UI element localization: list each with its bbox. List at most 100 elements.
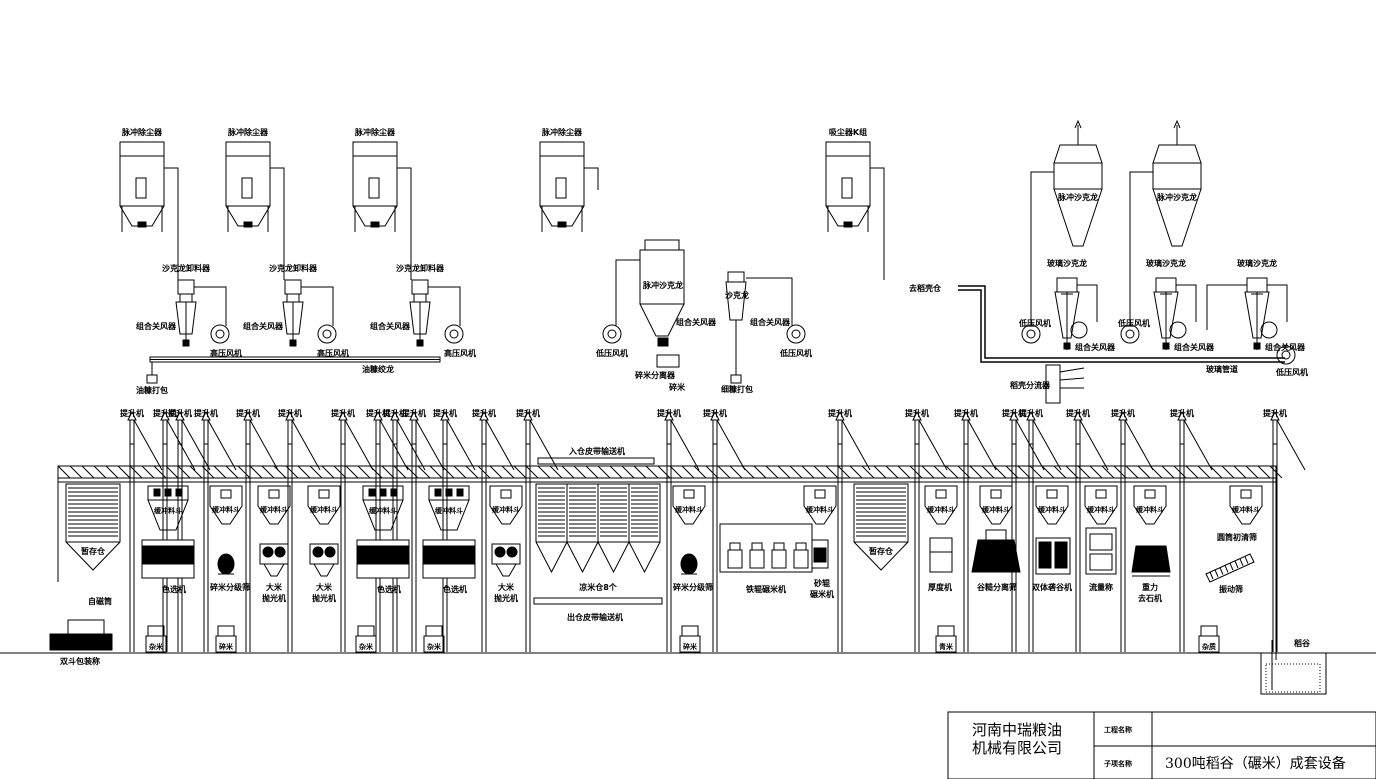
grading-sieve: 碎米分级筛 [673,553,713,592]
fan-icon [1169,321,1187,339]
collection-bin: 碎米 [215,625,237,653]
elevator-chute [485,419,515,471]
broken-rice-label: 碎米 [669,382,686,392]
truss-brace [1269,465,1283,479]
truss-brace [801,465,815,479]
elevator-label: 提升机 [905,408,929,418]
truss-brace [657,465,671,479]
dust-collector-valve [557,221,567,228]
cyclone-neck [286,293,300,303]
elevator-label: 提升机 [1263,408,1287,418]
machine-label: 大米抛光机 [312,582,336,603]
buffer-hopper-body [257,485,291,525]
truss-brace [561,465,575,479]
low-fan-label: 低压风机 [1275,367,1308,377]
bucket-elevator: 提升机 [828,408,871,652]
truss-brace [993,465,1007,479]
truss-brace [1053,465,1067,479]
pulse-cyclone-body [1053,162,1103,190]
bin-hopper [535,541,568,574]
elevator-label: 提升机 [278,408,302,418]
fan-hub [1125,329,1135,339]
glass-pipe [958,285,1285,359]
bucket-elevator: 提升机 [153,408,196,652]
collection-bin-head [147,625,165,637]
bran-pack-box [146,374,158,384]
sorter-hopper [362,499,404,531]
elevator-label: 提升机 [168,408,192,418]
truss-brace [393,465,407,479]
truss-brace [441,465,455,479]
pulse-cyclone-label: 脉冲沙克龙 [1057,192,1098,202]
dust-collector-label: 脉冲除尘器 [121,127,163,137]
buffer-hopper-label: 缓冲料斗 [259,505,288,514]
fan-duct [194,286,227,326]
truss-brace [549,465,563,479]
collection-bin-label: 碎米 [683,642,698,651]
dust-collector: 脉冲除尘器 [352,127,412,280]
collection-bin-head [357,625,375,637]
buffer-hopper-window [814,489,826,499]
machine-label: 大米抛光机 [262,582,286,603]
collection-bin-body [145,635,167,653]
truss-brace [1233,465,1247,479]
subproject-name-label: 子项名称 [1104,759,1132,768]
truss-brace [417,465,431,479]
screen-mesh [1219,567,1224,575]
dust-collector-label: 脉冲除尘器 [227,127,269,137]
grader-body [929,537,953,573]
buffer-hopper-window [1046,489,1058,499]
buffer-hopper-body [1133,485,1167,525]
truss-brace [1029,465,1043,479]
duct [397,167,412,280]
truss-brace [1185,465,1199,479]
bucket-elevator: 提升机 [278,408,321,652]
machine-group: 暂存仓缓冲料斗色选机缓冲料斗碎米分级筛缓冲料斗大米抛光机缓冲料斗大米抛光机缓冲料… [65,483,1263,603]
truss-brace [1041,465,1055,479]
collection-bin-label: 青米 [939,642,954,651]
sorter-chute [445,488,453,497]
combo-valve-label: 组合关风器 [1174,342,1215,352]
polisher-base [313,563,335,577]
cooling-bin [628,483,661,543]
elevator-head [912,410,922,421]
fan-hub [607,329,617,339]
husk-out-label: 去稻壳仓 [909,283,942,293]
elevator-label: 提升机 [472,408,496,418]
cooling-bins: 凉米仓8个 [535,483,661,592]
sorter-chute [175,488,183,497]
cooling-bin [566,483,599,543]
combo-valve-label: 组合关风器 [676,317,717,327]
polisher-motor [324,546,336,558]
truss-brace [669,465,683,479]
rice-polisher: 大米抛光机 [491,543,521,603]
pulse-cyclone-cone [1053,188,1103,247]
truss-brace [813,465,827,479]
collection-bin-head [681,625,699,637]
elevator-head [710,410,720,421]
bin-hopper [853,541,909,571]
collection-bin-body [1198,635,1220,653]
cyclone-head [284,279,302,295]
label-line: 砂辊 [813,578,830,588]
elevator-label: 提升机 [153,408,177,418]
elevator-head [285,410,295,421]
dust-collector-valve [243,221,253,228]
rotary-valve [1162,342,1170,350]
glass-cyclone-cone [1153,291,1179,339]
bucket-elevator: 提升机 [236,408,279,652]
bin-hopper [566,541,599,574]
elevator-head [390,410,400,421]
collection-bin: 杂米 [355,625,377,653]
elevator-chute [415,419,445,471]
collection-bin-label: 杂米 [149,642,164,651]
mill-body [727,549,743,569]
scale-window [1089,533,1113,551]
elevator-chute [446,419,476,471]
bucket-elevator: 提升机 [657,408,700,652]
glass-cyclone-cone [1244,291,1270,339]
mill-head [751,542,763,551]
pulse-cyclone-top [1053,144,1103,164]
polisher-motor [494,546,506,558]
